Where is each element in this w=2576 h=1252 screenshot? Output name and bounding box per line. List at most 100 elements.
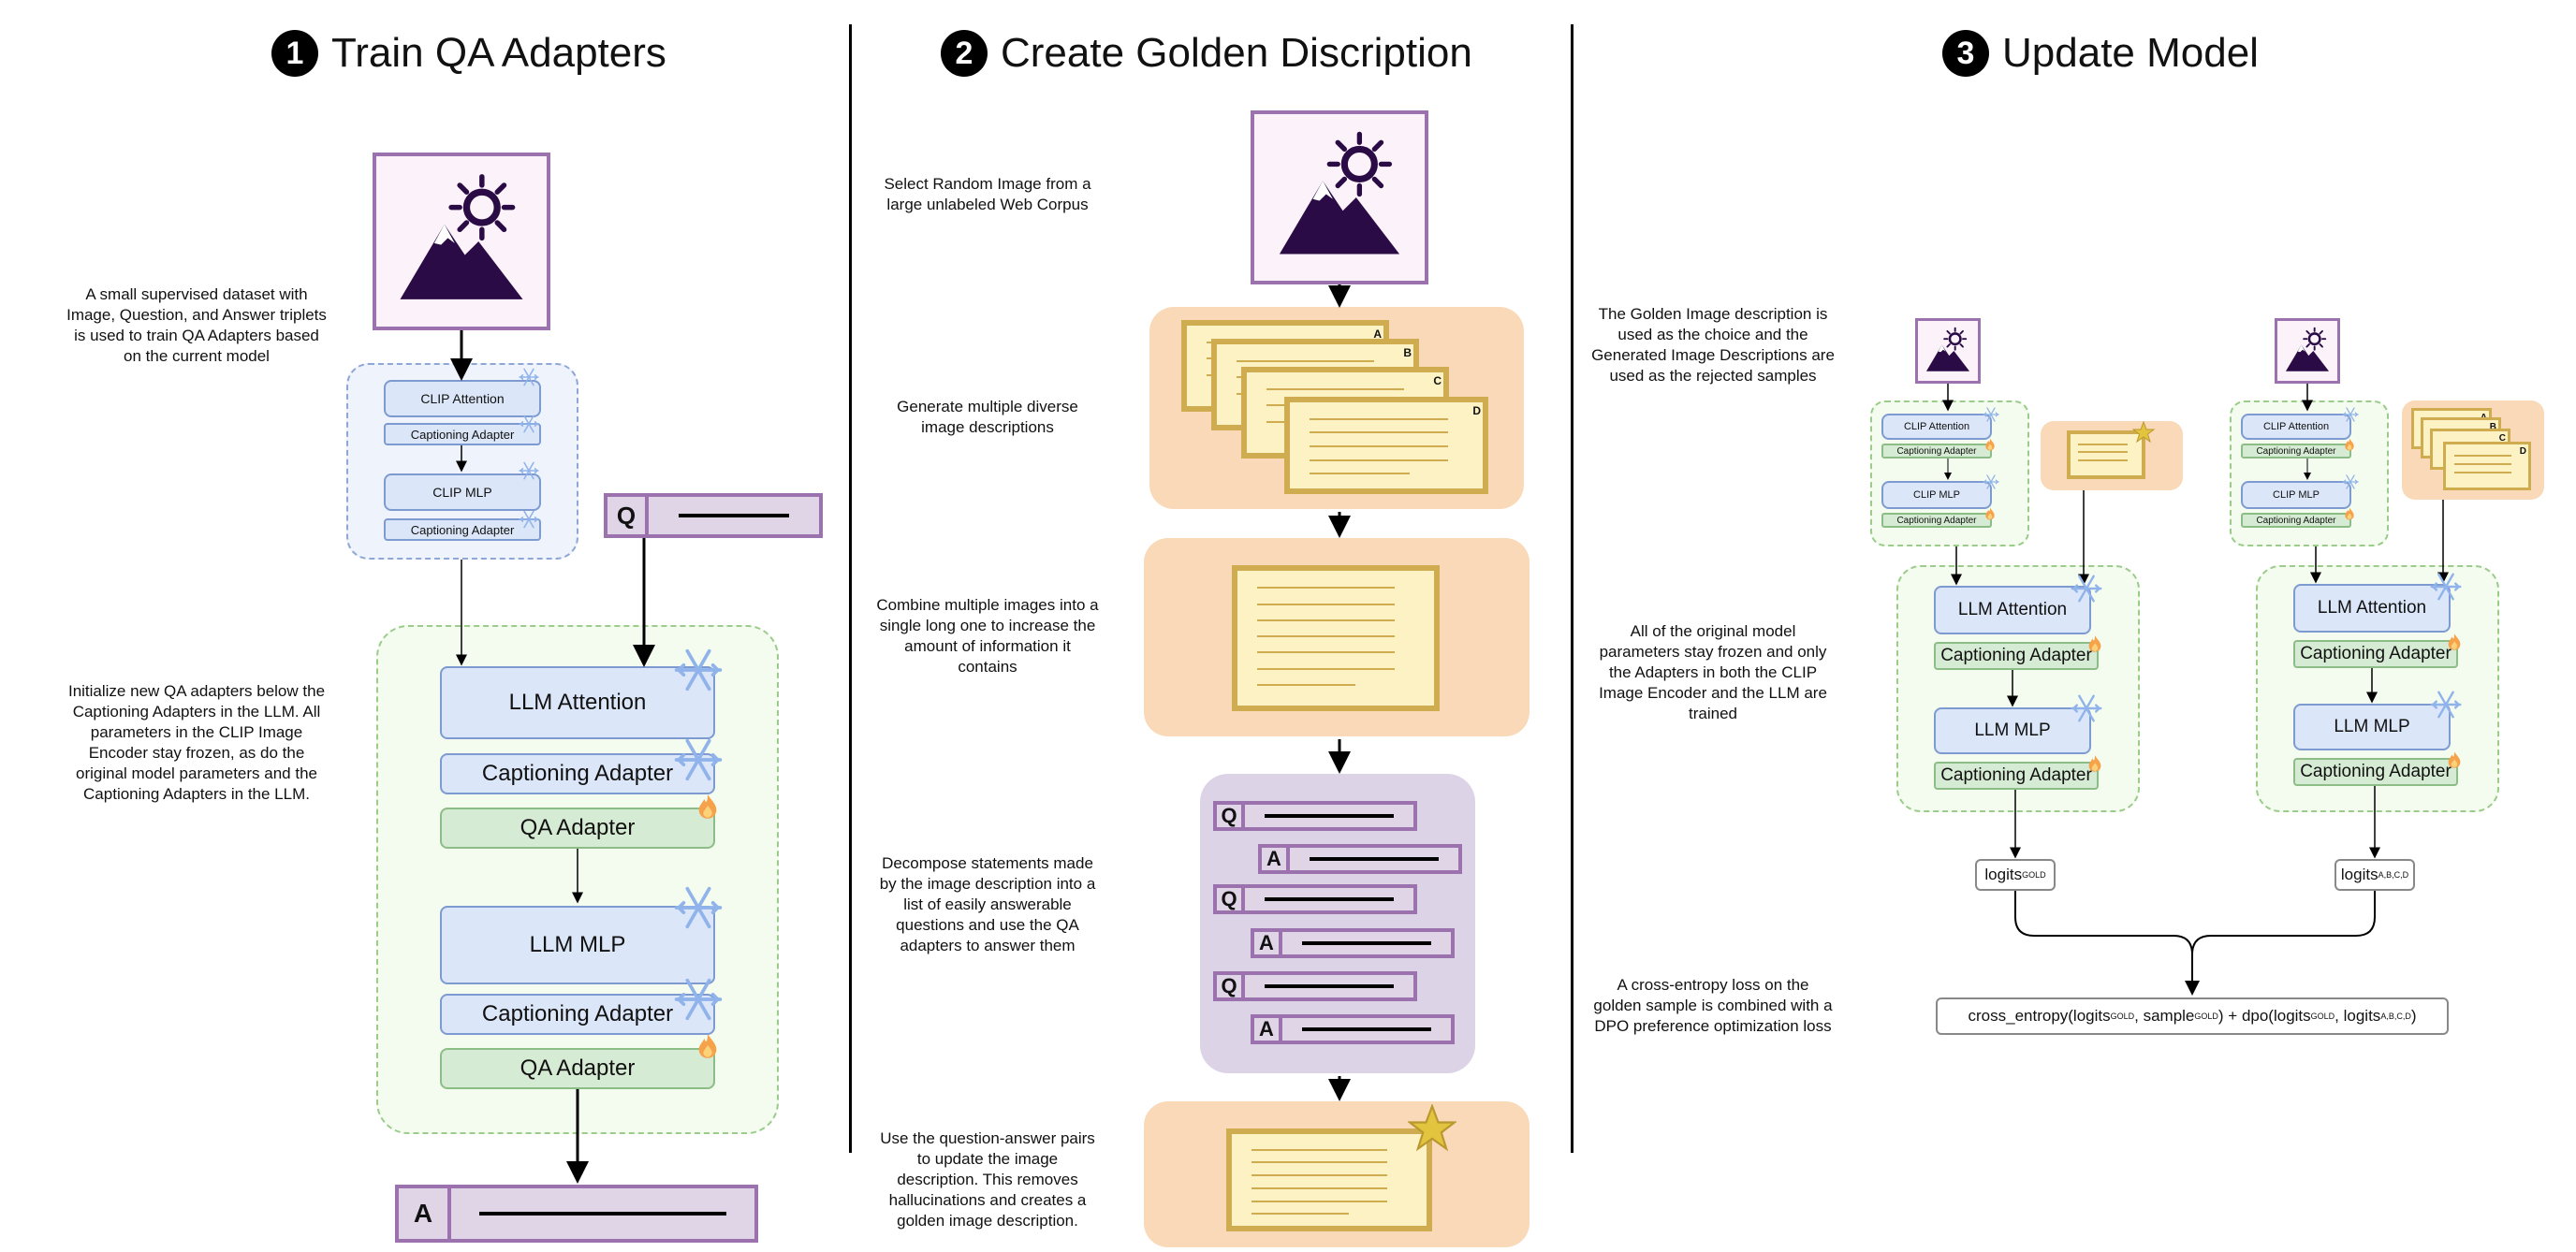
answer-letter: A: [1262, 847, 1290, 870]
text-line: [678, 514, 790, 517]
formula-part: , logits: [2334, 1007, 2381, 1025]
llm-attention-block: LLM Attention: [440, 666, 715, 739]
input-image: [1915, 318, 1981, 384]
formula-part: ): [2410, 1007, 2417, 1025]
text-line: [1265, 897, 1394, 901]
clip-mlp-block: CLIP MLP: [384, 473, 541, 511]
document-icon: [2067, 430, 2145, 479]
mountain-sun-icon: [1918, 321, 1978, 381]
formula-part: , sample: [2134, 1007, 2195, 1025]
input-image: [2275, 318, 2340, 384]
answer-letter: A: [399, 1188, 451, 1239]
captioning-adapter-block: Captioning Adapter: [384, 518, 541, 541]
text-line: [1302, 941, 1431, 945]
captioning-adapter-block: Captioning Adapter: [1934, 762, 2099, 790]
section-title-text: Update Model: [2002, 30, 2259, 76]
input-image: [373, 153, 550, 330]
section-1-title: 1 Train QA Adapters: [271, 30, 666, 77]
formula-sub: GOLD: [2310, 1012, 2335, 1021]
s2-description-1: Select Random Image from a large unlabel…: [884, 175, 1091, 214]
answer-letter: A: [1254, 931, 1282, 954]
answer-box: A: [1251, 1014, 1455, 1044]
clip-attention-block: CLIP Attention: [2241, 414, 2351, 440]
logits-text: logits: [2340, 866, 2378, 883]
llm-mlp-block: LLM MLP: [440, 906, 715, 984]
doc-tag: B: [1403, 346, 1412, 359]
llm-mlp-block: LLM MLP: [1934, 707, 2091, 754]
text-line: [1265, 814, 1394, 818]
document-icon: D: [2443, 442, 2531, 490]
clip-mlp-block: CLIP MLP: [1881, 481, 1992, 509]
s2-description-4: Decompose statements made by the image d…: [879, 854, 1096, 955]
text-line: [1310, 857, 1439, 861]
llm-attention-block: LLM Attention: [1934, 586, 2091, 634]
formula-sub: GOLD: [2110, 1012, 2135, 1021]
text-line: [1265, 984, 1394, 988]
step-number-badge: 3: [1942, 30, 1989, 77]
s3-description-1: The Golden Image description is used as …: [1591, 305, 1835, 386]
captioning-adapter-block: Captioning Adapter: [2293, 640, 2458, 668]
text-line: [1302, 1027, 1431, 1031]
captioning-adapter-block: Captioning Adapter: [1881, 444, 1992, 459]
document-icon: [1226, 1128, 1432, 1231]
question-letter: Q: [1217, 974, 1245, 997]
qa-adapter-block: QA Adapter: [440, 1048, 715, 1089]
clip-attention-block: CLIP Attention: [384, 380, 541, 417]
clip-mlp-block: CLIP MLP: [2241, 481, 2351, 509]
captioning-adapter-block: Captioning Adapter: [440, 994, 715, 1035]
logits-text: logits: [1984, 866, 2023, 883]
formula-sub: GOLD: [2194, 1012, 2218, 1021]
question-letter: Q: [1217, 804, 1245, 827]
question-box: Q: [1213, 971, 1417, 1001]
clip-attention-block: CLIP Attention: [1881, 414, 1992, 440]
logits-subscript: A,B,C,D: [2378, 870, 2409, 880]
doc-tag: A: [1373, 328, 1382, 341]
s3-description-2: All of the original model parameters sta…: [1599, 622, 1827, 723]
question-letter: Q: [1217, 887, 1245, 910]
answer-box: A: [1258, 844, 1462, 874]
document-icon: [1232, 565, 1440, 711]
s2-description-3: Combine multiple images into a single lo…: [876, 596, 1099, 677]
document-icon: D: [1284, 397, 1488, 494]
s2-description-5: Use the question-answer pairs to update …: [880, 1129, 1095, 1230]
step-number-badge: 2: [941, 30, 988, 77]
formula-sub: A,B,C,D: [2380, 1012, 2411, 1021]
logits-subscript: GOLD: [2022, 870, 2046, 880]
section-divider: [1571, 24, 1573, 1153]
answer-output-box: A: [395, 1185, 758, 1243]
llm-mlp-block: LLM MLP: [2293, 704, 2451, 750]
section-2-title: 2 Create Golden Discription: [941, 30, 1472, 77]
mountain-sun-icon: [1254, 114, 1425, 281]
s1-description-2: Initialize new QA adapters below the Cap…: [67, 682, 326, 804]
captioning-adapter-block: Captioning Adapter: [1881, 513, 1992, 528]
text-line: [479, 1212, 726, 1216]
captioning-adapter-block: Captioning Adapter: [1934, 642, 2099, 670]
captioning-adapter-block: Captioning Adapter: [384, 423, 541, 445]
doc-tag: B: [2489, 422, 2496, 432]
qa-adapter-block: QA Adapter: [440, 808, 715, 849]
captioning-adapter-block: Captioning Adapter: [2241, 444, 2351, 459]
doc-tag: C: [1433, 374, 1442, 387]
captioning-adapter-block: Captioning Adapter: [2241, 513, 2351, 528]
mountain-sun-icon: [376, 156, 547, 327]
llm-attention-block: LLM Attention: [2293, 584, 2451, 633]
captioning-adapter-block: Captioning Adapter: [2293, 758, 2458, 786]
doc-tag: C: [2498, 433, 2506, 444]
s2-description-2: Generate multiple diverse image descript…: [897, 398, 1078, 437]
section-title-text: Create Golden Discription: [1001, 30, 1472, 76]
captioning-adapter-block: Captioning Adapter: [440, 753, 715, 794]
answer-letter: A: [1254, 1017, 1282, 1041]
question-box: Q: [1213, 801, 1417, 831]
doc-tag: D: [2519, 446, 2526, 457]
section-title-text: Train QA Adapters: [331, 30, 666, 76]
section-divider: [849, 24, 852, 1153]
formula-part: ) + dpo(logits: [2217, 1007, 2311, 1025]
web-image: [1251, 110, 1428, 284]
question-letter: Q: [607, 497, 649, 534]
s3-description-3: A cross-entropy loss on the golden sampl…: [1593, 976, 1833, 1036]
step-number-badge: 1: [271, 30, 318, 77]
question-input-box: Q: [604, 493, 823, 538]
formula-part: cross_entropy(logits: [1968, 1007, 2111, 1025]
